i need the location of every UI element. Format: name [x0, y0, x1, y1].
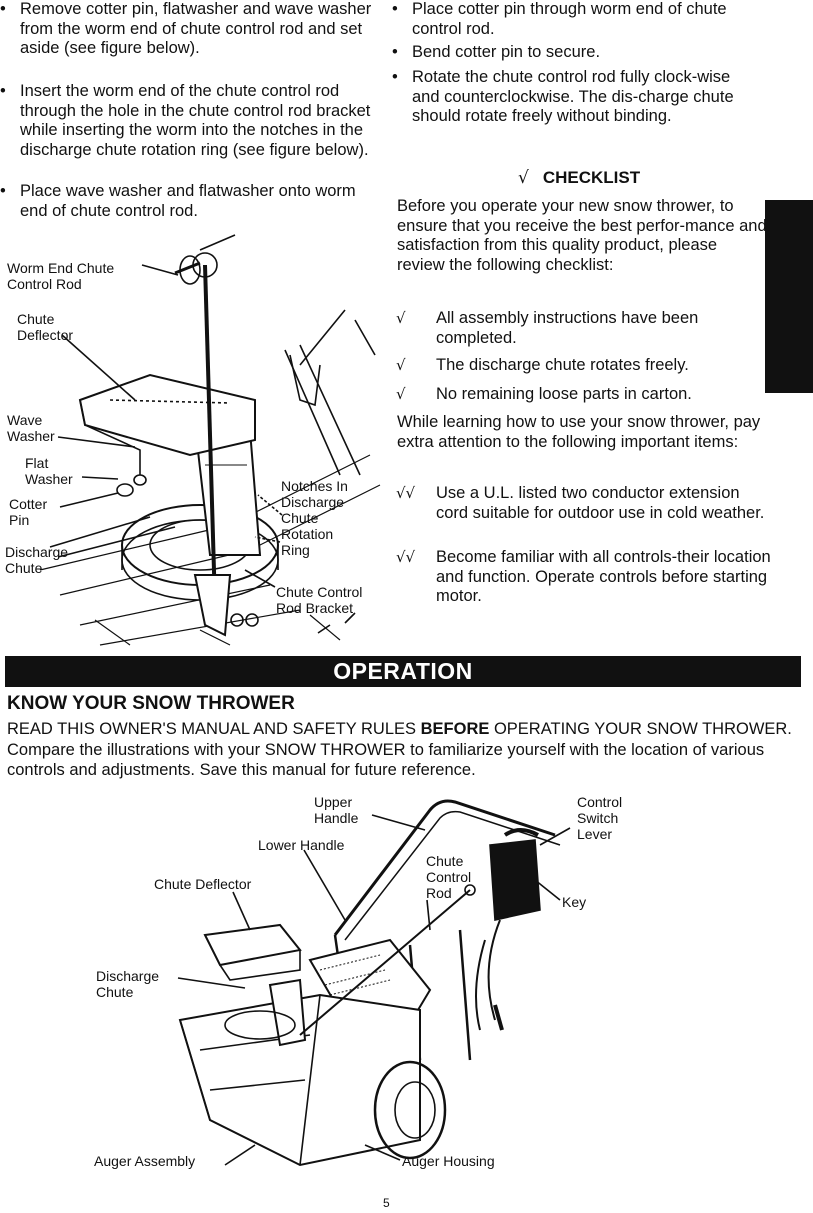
operation-banner: OPERATION [5, 656, 801, 687]
important-item: √√ Become familiar with all controls-the… [396, 548, 771, 605]
label-discharge-chute-2: Discharge Chute [96, 968, 160, 1000]
label-chute-deflector-2: Chute Deflector [154, 876, 252, 892]
chute-assembly-figure [39, 234, 381, 646]
right-bullet-2: • Bend cotter pin to secure. [392, 43, 601, 61]
label-chute-deflector: Chute Deflector [17, 311, 74, 343]
snow-thrower-figure [177, 799, 571, 1167]
label-auger-assembly: Auger Assembly [94, 1153, 196, 1169]
bullet-dot: • [392, 68, 398, 86]
right-bullet-1: • Place cotter pin through worm end of c… [392, 0, 727, 38]
checklist-intro: Before you operate your new snow thrower… [397, 197, 767, 274]
label-upper-handle: Upper Handle [314, 794, 359, 826]
check-mark: √ [518, 168, 529, 188]
label-key: Key [562, 894, 587, 910]
label-flat-washer: Flat Washer [25, 455, 73, 487]
checklist-item: √ The discharge chute rotates freely. [396, 356, 689, 374]
bullet-dot: • [392, 43, 398, 61]
label-worm-end-chute-control-rod: Worm End Chute Control Rod [7, 260, 115, 292]
label-discharge-chute: Discharge Chute [5, 544, 69, 576]
left-bullet-3: • Place wave washer and flatwasher onto … [0, 182, 356, 220]
label-wave-washer: Wave Washer [7, 412, 55, 444]
checklist-item: √ All assembly instructions have been co… [396, 309, 699, 347]
learning-paragraph: While learning how to use your snow thro… [397, 413, 761, 451]
important-item: √√ Use a U.L. listed two conductor exten… [396, 484, 765, 522]
section-edge-tab [765, 200, 813, 393]
label-auger-housing: Auger Housing [402, 1153, 495, 1169]
label-control-switch-lever: Control Switch Lever [577, 794, 623, 842]
label-lower-handle: Lower Handle [258, 837, 345, 853]
bullet-dot: • [392, 0, 398, 18]
page-number: 5 [383, 1196, 390, 1210]
bullet-dot: • [0, 82, 6, 100]
bullet-dot: • [0, 0, 6, 18]
checklist-item: √ No remaining loose parts in carton. [396, 385, 692, 403]
left-bullet-1: • Remove cotter pin, flatwasher and wave… [0, 0, 372, 57]
bullet-dot: • [0, 182, 6, 200]
label-notches-rotation-ring: Notches In Discharge Chute Rotation Ring [281, 478, 348, 558]
operation-intro: READ THIS OWNER'S MANUAL AND SAFETY RULE… [7, 720, 792, 779]
left-bullet-2: • Insert the worm end of the chute contr… [0, 82, 371, 159]
section-heading: KNOW YOUR SNOW THROWER [7, 693, 295, 714]
checklist-heading: √CHECKLIST [518, 168, 641, 188]
right-bullet-3: • Rotate the chute control rod fully clo… [392, 68, 734, 125]
label-chute-control-rod-bracket: Chute Control Rod Bracket [276, 584, 363, 616]
label-chute-control-rod: Chute Control Rod [426, 853, 472, 901]
label-cotter-pin: Cotter Pin [9, 496, 48, 528]
